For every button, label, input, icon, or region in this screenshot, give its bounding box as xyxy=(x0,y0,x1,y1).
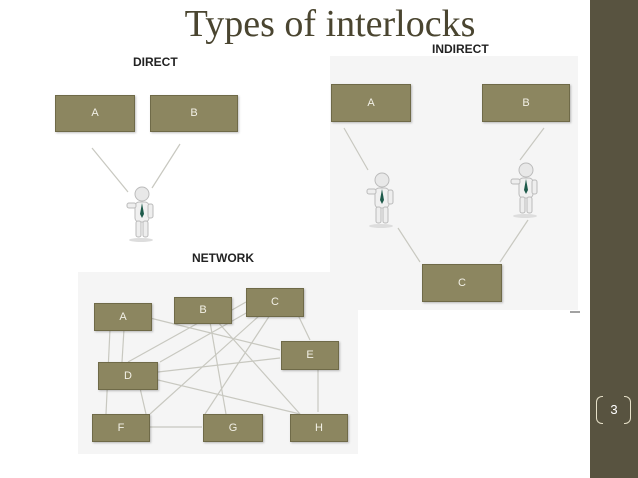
indirect-node-c: C xyxy=(422,264,502,302)
network-node-f: F xyxy=(92,414,150,442)
network-link-b-h xyxy=(215,319,301,415)
direct-node-a: A xyxy=(55,95,135,132)
network-link-c-e xyxy=(297,314,311,341)
indirect-link-a xyxy=(343,127,369,171)
network-link-c-d xyxy=(159,311,249,363)
network-link-b-g xyxy=(209,321,227,415)
page-number-bracket-left xyxy=(596,396,603,424)
indirect-link-b xyxy=(519,127,545,161)
network-node-a: A xyxy=(94,303,152,331)
connection-lines xyxy=(91,127,580,428)
network-node-c: C xyxy=(246,288,304,317)
network-link-c-f xyxy=(149,314,261,415)
network-link-d-h xyxy=(157,379,301,415)
network-node-h: H xyxy=(290,414,348,442)
network-link-a-d xyxy=(121,328,125,363)
indirect-node-a: A xyxy=(331,84,411,122)
network-link-b-c xyxy=(231,301,247,311)
indirect-link-c-left xyxy=(397,227,421,263)
indirect-link-c-right xyxy=(499,219,529,263)
slide-title: Types of interlocks xyxy=(184,3,476,45)
direct-link-b xyxy=(151,143,181,189)
network-link-c-g xyxy=(204,314,271,415)
indirect-node-b: B xyxy=(482,84,570,122)
person-figure-icon xyxy=(126,186,154,242)
network-link-d-f xyxy=(139,387,147,415)
person-figure-icon xyxy=(366,172,394,228)
network-node-d: D xyxy=(98,362,158,390)
indirect-heading: INDIRECT xyxy=(432,42,489,56)
network-node-e: E xyxy=(281,341,339,370)
person-figure-icon xyxy=(510,162,538,218)
network-link-a-e xyxy=(149,317,281,351)
network-link-b-d xyxy=(127,321,201,363)
network-node-g: G xyxy=(203,414,263,442)
slide-page-number: 3 xyxy=(610,402,618,417)
direct-node-b: B xyxy=(150,95,238,132)
direct-link-a xyxy=(91,147,129,193)
direct-heading: DIRECT xyxy=(133,55,178,69)
network-node-b: B xyxy=(174,297,232,324)
network-link-d-e xyxy=(157,357,281,373)
network-heading: NETWORK xyxy=(192,251,254,265)
